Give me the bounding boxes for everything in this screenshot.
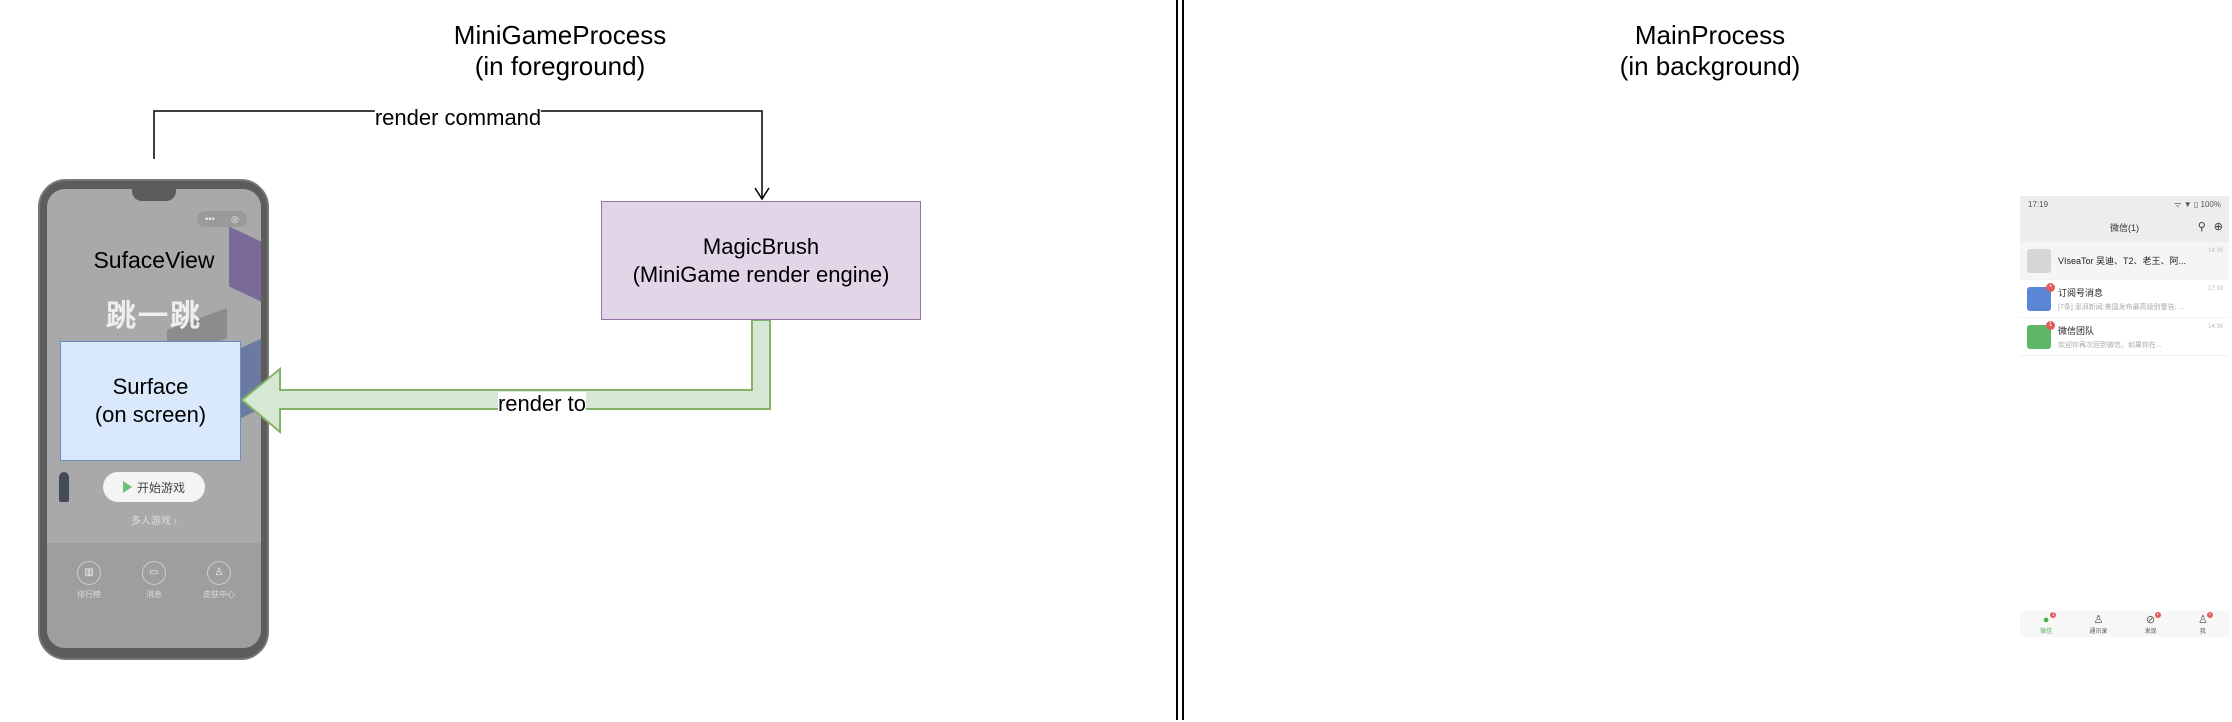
play-icon — [122, 481, 132, 493]
surface-subtitle: (on screen) — [94, 402, 207, 427]
tab-label: 通讯录 — [2089, 628, 2108, 635]
game-logo: 跳一跳 — [106, 300, 202, 333]
close-icon[interactable]: ◎ — [230, 213, 239, 224]
tab-label: 发现 — [2144, 628, 2157, 635]
contacts-icon: ♙ — [2093, 613, 2104, 626]
chat-item[interactable]: 1 微信团队欢迎你再次回到微信。如果你在... 14:36 — [2020, 318, 2229, 356]
tab-badge: • — [2206, 611, 2213, 618]
tab-contacts[interactable]: ♙ 通讯录 — [2078, 614, 2118, 635]
leaderboard-label: 排行榜 — [77, 590, 101, 599]
render-to-arrow — [240, 319, 771, 435]
chat-time: 14:36 — [2207, 324, 2223, 330]
game-piece — [59, 472, 69, 502]
messages-button[interactable]: ▭ 消息 — [129, 561, 179, 600]
chat-preview: 欢迎你再次回到微信。如果你在... — [2058, 341, 2162, 349]
phone-notch — [132, 189, 176, 201]
tab-badge: 1 — [2050, 611, 2057, 618]
minigame-process-title: MiniGameProcess (in foreground) — [360, 20, 760, 82]
messages-label: 消息 — [146, 590, 162, 599]
compass-icon: ⊘ — [2146, 613, 2156, 626]
start-game-label: 开始游戏 — [136, 480, 185, 495]
wechat-team-icon: 1 — [2027, 320, 2055, 349]
skin-center-label: 皮肤中心 — [203, 590, 235, 599]
status-bar: 17:19 ᯤ ▼ ▯ 100% — [2020, 196, 2229, 212]
unread-dot: • — [2046, 282, 2055, 292]
chat-item[interactable]: • 订阅号消息 [7条] 澎湃新闻:美国发布最高级别警告: ... 17:19 — [2020, 280, 2229, 318]
title-line1: MainProcess — [1634, 20, 1786, 50]
chat-name: 微信团队 — [2058, 325, 2095, 336]
surface-title: Surface — [112, 374, 189, 399]
title-line2: (in foreground) — [474, 51, 646, 81]
leaderboard-button[interactable]: ▥ 排行榜 — [64, 561, 114, 600]
mini-program-capsule[interactable]: ••• ◎ — [197, 211, 247, 227]
title-line1: MiniGameProcess — [453, 20, 667, 50]
magicbrush-subtitle: (MiniGame render engine) — [632, 261, 890, 287]
chat-preview: [7条] 澎湃新闻:美国发布最高级别警告: ... — [2058, 303, 2185, 311]
more-icon[interactable]: ••• — [205, 214, 215, 224]
status-time: 17:19 — [2028, 199, 2049, 209]
tab-discover[interactable]: ⊘• 发现 — [2131, 611, 2171, 635]
title-line2: (in background) — [1619, 51, 1801, 81]
wechat-screen: 17:19 ᯤ ▼ ▯ 100% 微信(1) ⚲ ⊕ VIseaTor 吴迪、T2… — [2020, 196, 2229, 640]
render-to-label: render to — [497, 391, 587, 416]
signal-icon: ᯤ ▼ ▯ — [2174, 199, 2199, 209]
chat-icon: ● — [2042, 613, 2050, 626]
chat-item[interactable]: VIseaTor 吴迪、T2、老王、阿... 14:36 — [2020, 242, 2229, 280]
shirt-icon: ♙ — [207, 561, 231, 585]
tab-chats[interactable]: ●1 微信 — [2026, 611, 2066, 635]
wechat-header: 微信(1) ⚲ ⊕ — [2020, 212, 2229, 242]
tab-label: 微信 — [2040, 628, 2053, 635]
tab-label: 我 — [2199, 628, 2206, 635]
chat-name: 订阅号消息 — [2058, 287, 2104, 298]
battery-level: 100% — [2200, 199, 2221, 209]
group-avatar — [2027, 248, 2051, 273]
wechat-title: 微信(1) — [2110, 222, 2139, 233]
chat-time: 14:36 — [2207, 248, 2223, 254]
arrowhead-icon — [754, 187, 770, 201]
magicbrush-title: MagicBrush — [702, 233, 820, 259]
skin-center-button[interactable]: ♙ 皮肤中心 — [194, 561, 244, 600]
user-icon: ♙ — [2197, 613, 2208, 626]
start-game-button[interactable]: 开始游戏 — [103, 472, 205, 502]
surface-box: Surface (on screen) — [60, 341, 241, 461]
game-bottom-bar: ▥ 排行榜 ▭ 消息 ♙ 皮肤中心 — [47, 543, 261, 648]
tab-me[interactable]: ♙• 我 — [2183, 611, 2223, 635]
unread-badge: 1 — [2046, 320, 2055, 330]
add-icon[interactable]: ⊕ — [2213, 221, 2223, 233]
main-process-title: MainProcess (in background) — [1510, 20, 1910, 82]
magicbrush-box: MagicBrush (MiniGame render engine) — [601, 201, 921, 320]
chart-icon: ▥ — [77, 561, 101, 585]
tab-badge: • — [2154, 611, 2161, 618]
search-icon[interactable]: ⚲ — [2197, 221, 2206, 233]
multiplayer-link[interactable]: 多人游戏 › — [130, 516, 178, 527]
chat-time: 17:19 — [2207, 286, 2223, 292]
chat-name: VIseaTor 吴迪、T2、老王、阿... — [2058, 256, 2187, 266]
message-icon: ▭ — [142, 561, 166, 585]
surfaceview-label: SufaceView — [93, 247, 215, 273]
render-command-label: render command — [374, 105, 542, 130]
subscription-icon: • — [2027, 282, 2055, 311]
